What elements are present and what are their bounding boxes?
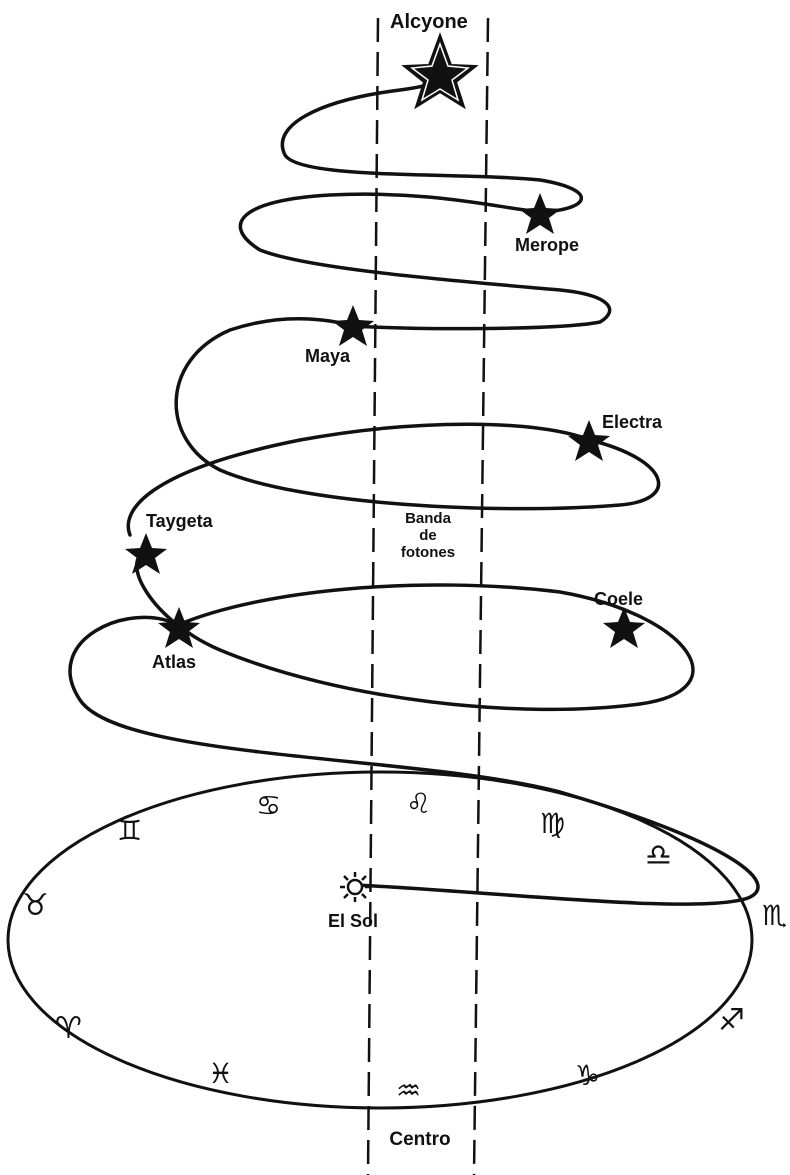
maya-label: Maya bbox=[305, 346, 351, 366]
scorpio-sign: ♏ bbox=[762, 899, 787, 932]
photon-band-label-line3: fotones bbox=[401, 544, 455, 561]
merope-label: Merope bbox=[515, 235, 579, 255]
taurus-sign: ♉ bbox=[22, 888, 49, 923]
alcyone-label: Alcyone bbox=[390, 11, 468, 33]
aquarius-sign: ♒ bbox=[396, 1074, 421, 1107]
cancer-sign: ♋ bbox=[256, 789, 281, 822]
atlas-label: Atlas bbox=[152, 652, 196, 672]
sun-label: El Sol bbox=[328, 911, 378, 931]
libra-sign: ♎ bbox=[645, 838, 672, 873]
leo-sign: ♌ bbox=[406, 787, 431, 820]
coele-star-icon bbox=[603, 607, 645, 648]
sun-icon bbox=[340, 872, 370, 902]
taygeta-star-icon bbox=[125, 533, 167, 574]
coele-label: Coele bbox=[594, 589, 643, 609]
center-label: Centro bbox=[389, 1129, 450, 1150]
photon-band-label-line2: de bbox=[419, 527, 437, 544]
maya-star-icon bbox=[332, 305, 374, 346]
merope-star-icon bbox=[519, 193, 561, 234]
photon-band-left-edge bbox=[366, 17, 380, 1175]
electra-label: Electra bbox=[602, 412, 663, 432]
gemini-sign: ♊ bbox=[117, 814, 142, 847]
spiral-path bbox=[68, 68, 760, 906]
sagittarius-sign: ♐ bbox=[718, 1003, 745, 1038]
taygeta-label: Taygeta bbox=[146, 511, 214, 531]
alcyone-star-icon bbox=[401, 32, 479, 110]
capricorn-sign: ♑ bbox=[575, 1059, 600, 1092]
electra-star-icon bbox=[568, 420, 610, 461]
photon-band-label-line1: Banda bbox=[405, 510, 452, 527]
atlas-star-icon bbox=[158, 607, 200, 648]
virgo-sign: ♍ bbox=[540, 807, 565, 840]
zodiac-ellipse bbox=[6, 770, 754, 1110]
pisces-sign: ♓ bbox=[208, 1057, 233, 1090]
aries-sign: ♈ bbox=[55, 1011, 82, 1046]
photon-band-right-edge bbox=[472, 17, 490, 1175]
